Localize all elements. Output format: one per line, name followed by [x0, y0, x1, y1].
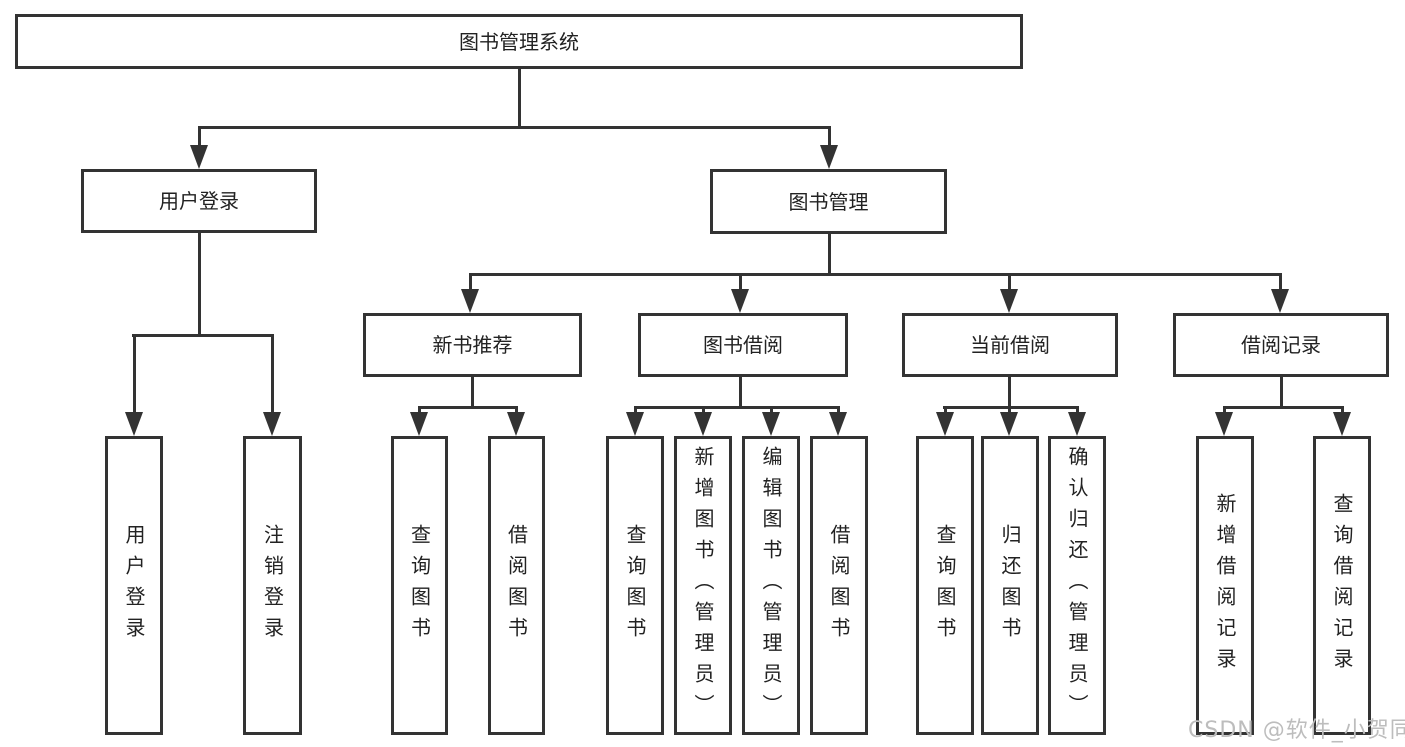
connector-line — [1280, 377, 1283, 409]
leaf-edit-books-admin: 编辑图书（管理员） — [742, 436, 800, 735]
arrow-down-icon — [410, 412, 428, 436]
connector-line — [770, 406, 773, 416]
connector-line — [739, 273, 742, 291]
node-label: 借阅图书 — [827, 523, 851, 648]
connector-line — [702, 406, 705, 416]
leaf-return-books: 归还图书 — [981, 436, 1039, 735]
connector-line — [828, 126, 831, 148]
leaf-query-borrow-record: 查询借阅记录 — [1313, 436, 1371, 735]
node-label: 查询借阅记录 — [1330, 492, 1354, 679]
connector-line — [739, 377, 742, 409]
connector-line — [515, 406, 518, 416]
node-current-borrowing: 当前借阅 — [902, 313, 1118, 377]
node-label: 当前借阅 — [970, 333, 1050, 357]
node-label: 借阅记录 — [1241, 333, 1321, 357]
arrow-down-icon — [1068, 412, 1086, 436]
node-label: 新书推荐 — [432, 333, 513, 357]
connector-line — [1223, 406, 1344, 409]
leaf-query-books-borrowing: 查询图书 — [606, 436, 664, 735]
node-user-login: 用户登录 — [81, 169, 317, 233]
connector-line — [271, 334, 274, 414]
node-borrowing-records: 借阅记录 — [1173, 313, 1389, 377]
node-label: 归还图书 — [998, 523, 1022, 648]
arrow-down-icon — [762, 412, 780, 436]
node-book-borrowing: 图书借阅 — [638, 313, 848, 377]
arrow-down-icon — [1333, 412, 1351, 436]
node-label: 借阅图书 — [504, 523, 529, 648]
arrow-down-icon — [936, 412, 954, 436]
connector-line — [471, 377, 474, 409]
arrow-down-icon — [1000, 289, 1018, 313]
connector-line — [1341, 406, 1344, 416]
node-label: 图书借阅 — [703, 333, 783, 357]
node-label: 查询图书 — [933, 523, 957, 648]
node-label: 新增图书（管理员） — [691, 446, 715, 725]
connector-line — [944, 406, 947, 416]
connector-line — [837, 406, 840, 416]
arrow-down-icon — [190, 145, 208, 169]
connector-line — [1223, 406, 1226, 416]
node-library-management-system: 图书管理系统 — [15, 14, 1023, 69]
leaf-logout: 注销登录 — [243, 436, 302, 735]
node-label: 用户登录 — [122, 523, 146, 648]
node-label: 新增借阅记录 — [1213, 492, 1237, 679]
node-label: 图书管理 — [788, 189, 869, 214]
connector-line — [1008, 273, 1011, 291]
arrow-down-icon — [694, 412, 712, 436]
connector-line — [634, 406, 840, 409]
node-label: 用户登录 — [159, 189, 239, 213]
leaf-borrow-books-recommend: 借阅图书 — [488, 436, 545, 735]
arrow-down-icon — [507, 412, 525, 436]
connector-line — [634, 406, 637, 416]
connector-line — [1279, 273, 1282, 291]
connector-line — [469, 273, 472, 291]
arrow-down-icon — [626, 412, 644, 436]
leaf-add-books-admin: 新增图书（管理员） — [674, 436, 732, 735]
connector-line — [198, 126, 201, 148]
connector-line — [518, 69, 521, 129]
connector-line — [198, 233, 201, 337]
leaf-confirm-return-admin: 确认归还（管理员） — [1048, 436, 1106, 735]
connector-line — [133, 334, 136, 414]
node-label: 编辑图书（管理员） — [759, 446, 783, 725]
connector-line — [132, 334, 274, 337]
leaf-user-login: 用户登录 — [105, 436, 163, 735]
connector-line — [828, 234, 831, 276]
connector-line — [1008, 406, 1011, 416]
csdn-watermark: CSDN @软件_小贺同学 — [1188, 718, 1405, 743]
arrow-down-icon — [820, 145, 838, 169]
leaf-add-borrow-record: 新增借阅记录 — [1196, 436, 1254, 735]
node-label: 图书管理系统 — [459, 29, 579, 54]
arrow-down-icon — [461, 289, 479, 313]
connector-line — [418, 406, 421, 416]
arrow-down-icon — [829, 412, 847, 436]
node-label: 查询图书 — [623, 523, 647, 648]
connector-line — [469, 273, 1282, 276]
connector-line — [198, 126, 831, 129]
node-new-book-recommend: 新书推荐 — [363, 313, 582, 377]
connector-line — [943, 406, 1079, 409]
node-label: 注销登录 — [260, 523, 285, 648]
leaf-query-books-current: 查询图书 — [916, 436, 974, 735]
leaf-borrow-books: 借阅图书 — [810, 436, 868, 735]
node-label: 确认归还（管理员） — [1065, 446, 1089, 725]
arrow-down-icon — [263, 412, 281, 436]
arrow-down-icon — [1271, 289, 1289, 313]
connector-line — [418, 406, 518, 409]
node-book-management: 图书管理 — [710, 169, 947, 234]
arrow-down-icon — [1215, 412, 1233, 436]
connector-line — [1008, 377, 1011, 409]
node-label: 查询图书 — [407, 523, 432, 648]
connector-line — [1076, 406, 1079, 416]
leaf-query-books-recommend: 查询图书 — [391, 436, 448, 735]
arrow-down-icon — [1000, 412, 1018, 436]
arrow-down-icon — [731, 289, 749, 313]
arrow-down-icon — [125, 412, 143, 436]
